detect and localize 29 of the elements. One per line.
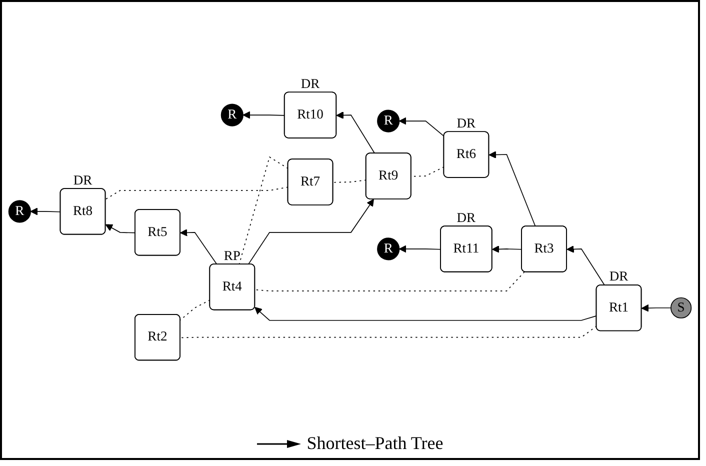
arrow	[398, 244, 442, 252]
node-circle: R	[377, 109, 400, 132]
node-circle: S	[670, 296, 692, 318]
arrow	[492, 244, 522, 252]
connector	[254, 270, 525, 291]
role-label: RP	[224, 247, 240, 262]
arrow	[641, 304, 672, 312]
node-circle: R	[377, 237, 400, 260]
node-circle: R	[220, 103, 244, 126]
role-label: DR	[456, 209, 476, 224]
arrow	[180, 228, 218, 264]
arrow	[242, 110, 286, 118]
node-circle: R	[8, 200, 31, 222]
legend-text: Shortest–Path Tree	[306, 433, 444, 454]
role-label: DR	[456, 114, 476, 130]
connector	[105, 186, 289, 200]
role-label: DR	[300, 75, 320, 90]
role-label: DR	[73, 172, 92, 187]
arrow	[566, 244, 606, 286]
connector	[180, 325, 598, 338]
arrow	[488, 150, 536, 226]
arrow	[398, 116, 445, 136]
arrow	[30, 207, 62, 215]
arrow	[105, 224, 136, 233]
arrow	[254, 306, 598, 320]
role-label: DR	[609, 268, 628, 284]
connector	[332, 179, 367, 182]
arrow	[248, 198, 374, 264]
arrow	[336, 111, 376, 154]
